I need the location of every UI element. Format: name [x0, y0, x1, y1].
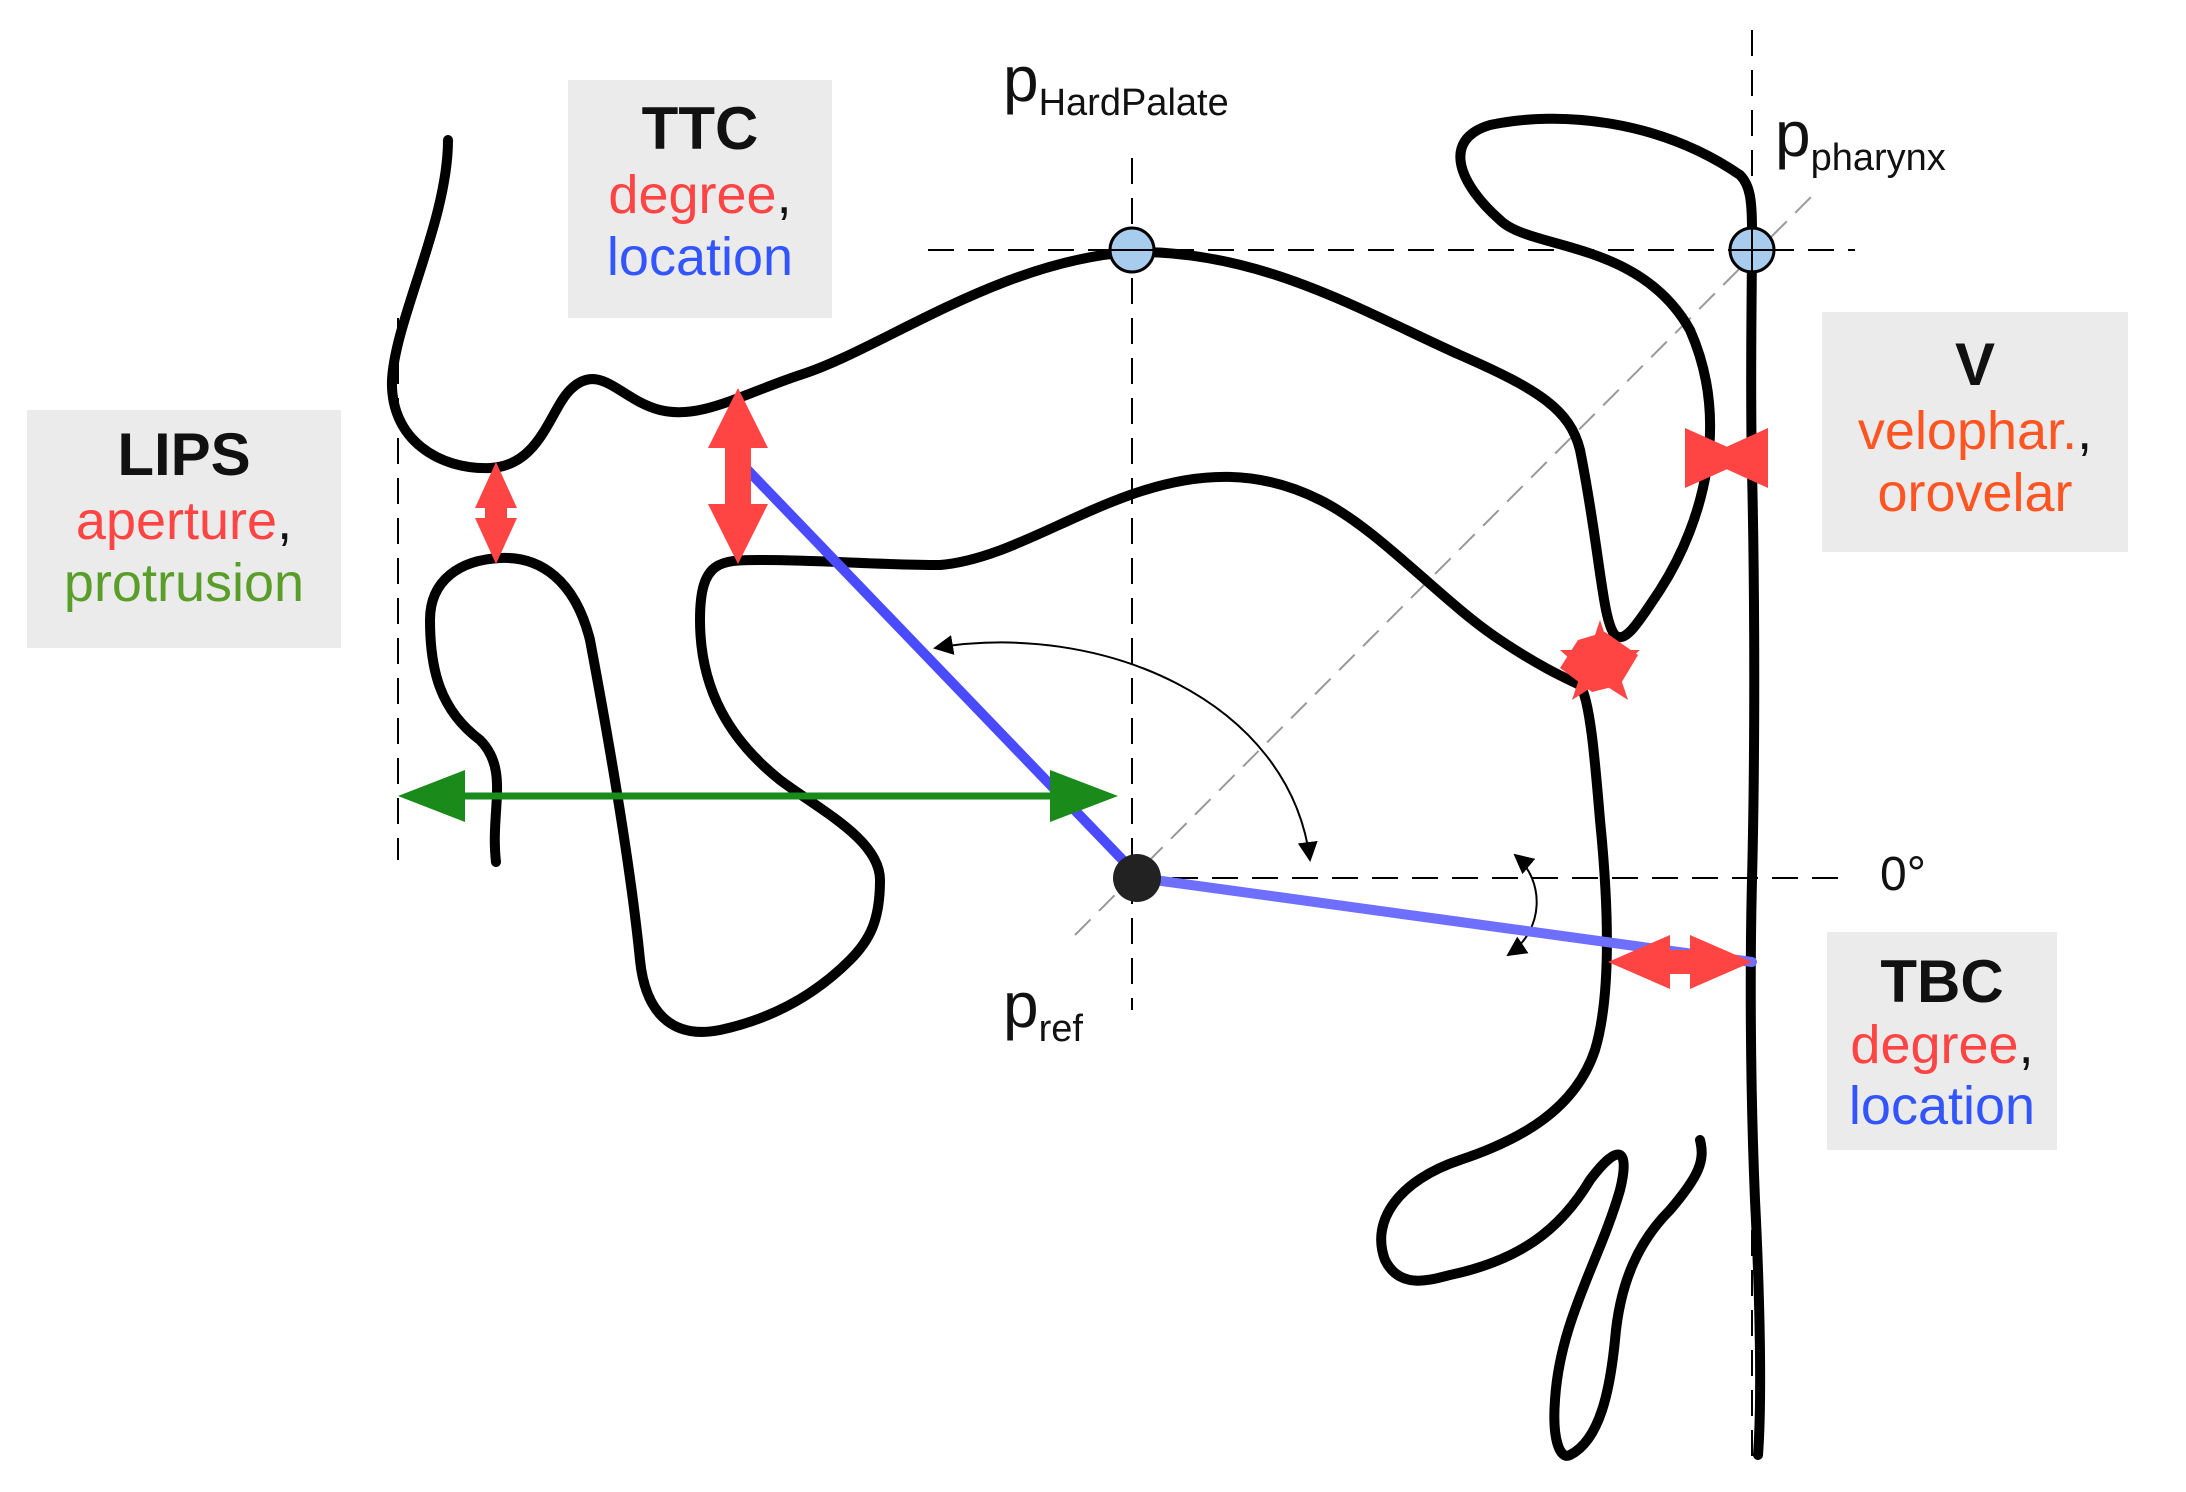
ttc-line1: degree, [608, 164, 792, 225]
zero-degree-label: 0° [1880, 848, 1926, 901]
v-velophar-text: velophar. [1857, 400, 2078, 461]
ttc-degree-text: degree [608, 164, 777, 225]
v-title: V [1954, 331, 1996, 398]
reference-points [1108, 226, 1776, 902]
tbc-location-text: location [1848, 1075, 2036, 1136]
location-lines [733, 455, 1757, 967]
point-p-letter: p [1003, 969, 1039, 1041]
ref-point [1113, 854, 1161, 902]
ref-point-label: pref [1003, 968, 1083, 1050]
tbc-label-box: TBC degree, location [1827, 932, 2057, 1150]
v-velopharyngeal-marker [1685, 428, 1768, 488]
ttc-degree-arrow [708, 388, 768, 564]
tongue-contour [935, 471, 1707, 1461]
lips-aperture-text: aperture [75, 490, 278, 551]
ttc-angle-arc [933, 635, 1318, 862]
v-orovelar-marker [1560, 620, 1640, 700]
lower-lip-contour [425, 552, 945, 1037]
tbc-degree-arrow [1608, 935, 1752, 989]
tbc-title: TBC [1880, 948, 2004, 1015]
v-label-box: V velophar., orovelar [1822, 312, 2128, 552]
lips-label-box: LIPS aperture, protrusion [27, 410, 341, 648]
upper-lip-palate-contour [386, 113, 1757, 643]
lips-line1: aperture, [75, 490, 293, 551]
v-orovelar-text: orovelar [1877, 463, 2073, 524]
ttc-label-box: TTC degree, location [568, 80, 832, 318]
ttc-title: TTC [641, 95, 759, 162]
point-subscript: ref [1038, 1008, 1083, 1050]
lips-protrusion-text: protrusion [63, 553, 305, 614]
point-p-letter: p [1775, 98, 1811, 170]
pharynx-wall-contour [1745, 225, 1766, 1460]
ttc-location-line [733, 455, 1145, 883]
pharynx-point-label: ppharynx [1775, 97, 1946, 179]
ttc-location-text: location [606, 227, 794, 288]
vocal-tract-contours [386, 113, 1766, 1461]
protrusion-arrow [398, 770, 1118, 822]
angle-arcs [933, 635, 1538, 957]
protrusion-arrow-right-head [1050, 770, 1118, 822]
v-line1: velophar., [1857, 400, 2093, 461]
point-p-letter: p [1003, 43, 1039, 115]
diagonal-reference-line [1074, 195, 1813, 936]
tbc-angle-arc [1506, 853, 1538, 957]
point-subscript: pharynx [1810, 137, 1946, 179]
lips-title: LIPS [117, 421, 251, 488]
hard-palate-point-label: pHardPalate [1003, 42, 1229, 124]
tbc-degree-text: degree [1850, 1015, 2019, 1076]
lips-aperture-arrow [475, 462, 517, 564]
protrusion-arrow-left-head [398, 770, 465, 822]
tbc-line1: degree, [1850, 1015, 2034, 1076]
degree-markers [475, 388, 1768, 989]
point-subscript: HardPalate [1038, 82, 1229, 124]
